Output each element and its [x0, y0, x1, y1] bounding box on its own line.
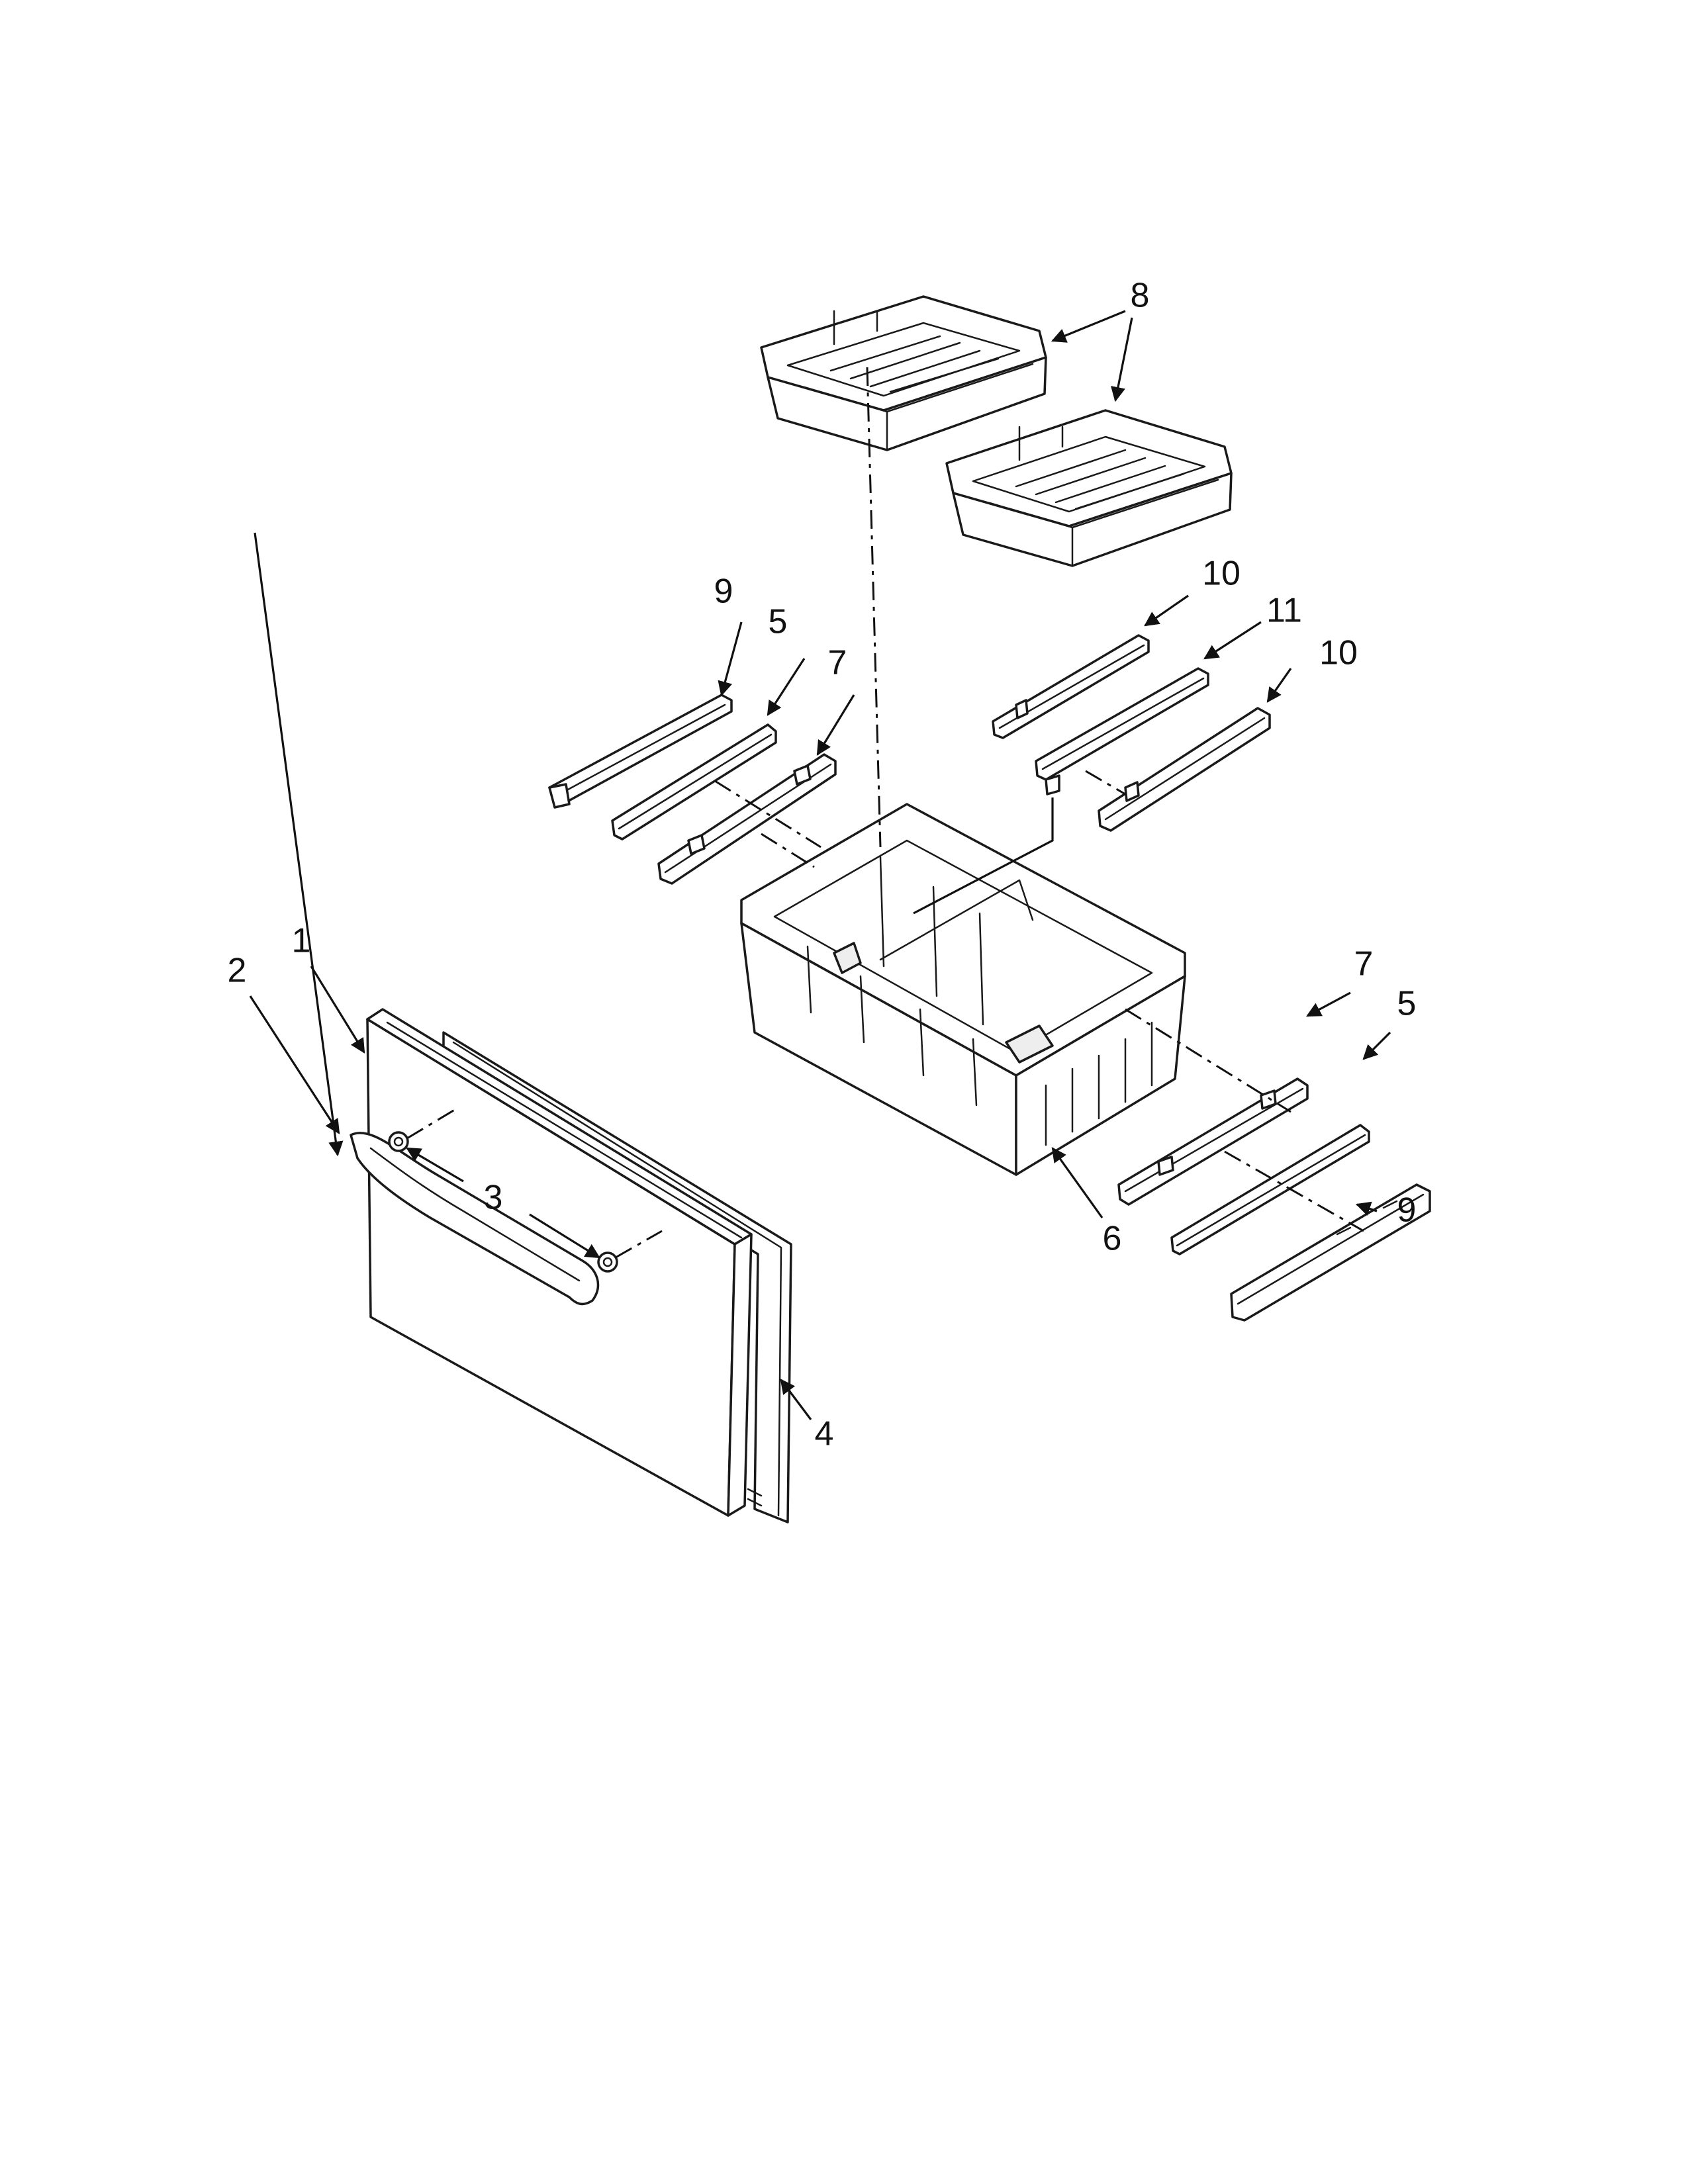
right-slide [1170, 1124, 1370, 1255]
callout-9-right: 9 [1397, 1191, 1417, 1230]
callout-6: 6 [1103, 1220, 1122, 1258]
right-cover-rail [1230, 1183, 1431, 1322]
right-rail [1117, 1077, 1309, 1206]
callout-11: 11 [1266, 592, 1302, 630]
upper-rail-b [1098, 707, 1271, 832]
callout-9-left: 9 [714, 572, 733, 611]
callout-7-left: 7 [828, 644, 847, 682]
upper-rail-a [992, 634, 1150, 739]
callout-3: 3 [484, 1179, 503, 1217]
callout-5-left: 5 [769, 603, 788, 641]
left-slide [611, 723, 777, 841]
callout-labels: 1 2 3 4 5 5 6 7 7 8 9 9 10 10 11 [228, 277, 1417, 1453]
callout-10-bottom: 10 [1319, 634, 1358, 672]
callout-4: 4 [815, 1415, 834, 1453]
ice-bin-upper [760, 295, 1047, 451]
assembly-lines [406, 367, 1364, 1259]
ice-bin-lower [945, 409, 1233, 567]
callout-1: 1 [292, 922, 311, 960]
leader-arrows [249, 310, 1391, 1420]
callout-5-right: 5 [1397, 985, 1417, 1023]
handle-screws [388, 1131, 618, 1273]
callout-2: 2 [228, 952, 247, 990]
freezer-basket [740, 803, 1186, 1176]
upper-slide [1035, 667, 1209, 796]
callout-8: 8 [1131, 277, 1150, 315]
callout-10-top: 10 [1202, 555, 1241, 593]
callout-7-right: 7 [1354, 945, 1374, 983]
left-cover-rail [548, 694, 733, 809]
